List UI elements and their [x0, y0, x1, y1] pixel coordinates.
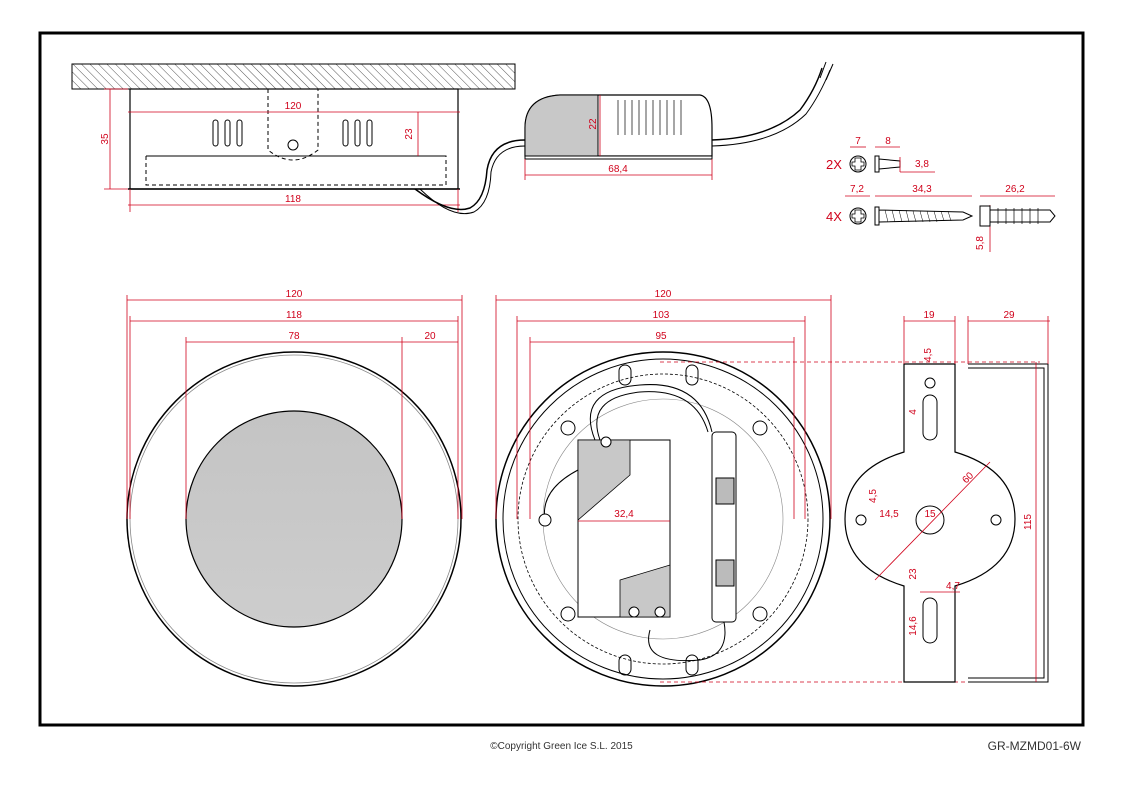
- front-view: 120 118 78 20: [126, 289, 463, 687]
- dim-plug-5-8: 5,8: [975, 236, 986, 250]
- dim-side-118: 118: [285, 194, 301, 205]
- ceiling-hatch: [71, 63, 516, 90]
- dim-bracket-4-5-top: 4,5: [923, 348, 934, 362]
- dim-back-103: 103: [653, 310, 670, 321]
- copyright-text: ©Copyright Green Ice S.L. 2015: [490, 741, 633, 752]
- dim-bracket-19: 19: [923, 310, 935, 321]
- back-view: 120 103 95 32,4: [495, 289, 1040, 687]
- dim-screw-34-3: 34,3: [912, 184, 932, 195]
- dim-front-20: 20: [424, 331, 436, 342]
- dim-bracket-14-5: 14,5: [879, 509, 899, 520]
- drawing-frame: [38, 31, 1085, 727]
- dim-side-23: 23: [404, 128, 415, 140]
- dim-driver-68: 68,4: [608, 164, 628, 175]
- dim-bracket-14-6: 14,6: [908, 616, 919, 636]
- dim-plug-26-2: 26,2: [1005, 184, 1025, 195]
- dim-side-35: 35: [100, 133, 111, 145]
- qty-2x: 2X: [826, 157, 842, 172]
- dim-back-120: 120: [655, 289, 672, 300]
- dim-screw-7: 7: [855, 136, 861, 147]
- lens: [185, 410, 403, 628]
- dim-back-95: 95: [655, 331, 667, 342]
- dim-bracket-4: 4: [908, 409, 919, 415]
- mounting-bracket: 19 29 4,5 4 60 4,5 14,5 15 115 23 4,7 14…: [844, 310, 1050, 683]
- dim-back-32-4: 32,4: [614, 509, 634, 520]
- dim-bracket-29: 29: [1003, 310, 1015, 321]
- model-number: GR-MZMD01-6W: [987, 739, 1081, 753]
- dim-bracket-115: 115: [1023, 514, 1034, 530]
- dim-bracket-4-7: 4,7: [946, 581, 960, 592]
- driver-side-view: 22 68,4: [524, 61, 834, 180]
- dim-bracket-15: 15: [924, 509, 936, 520]
- hardware-kit: 2X 7 8 3,8 4X 7,2 34,3: [826, 136, 1056, 252]
- side-view: 120 118 35 23: [71, 63, 526, 215]
- dim-screw-8: 8: [885, 136, 891, 147]
- dim-front-118: 118: [286, 310, 302, 321]
- dim-driver-22: 22: [588, 118, 599, 130]
- dim-screw-7-2: 7,2: [850, 184, 864, 195]
- qty-4x: 4X: [826, 209, 842, 224]
- dim-front-120: 120: [286, 289, 303, 300]
- dim-bracket-4-5-side: 4,5: [868, 489, 879, 503]
- dim-side-120: 120: [285, 101, 302, 112]
- dim-bracket-23: 23: [908, 568, 919, 580]
- dim-screw-3-8: 3,8: [915, 159, 929, 170]
- dim-front-78: 78: [288, 331, 300, 342]
